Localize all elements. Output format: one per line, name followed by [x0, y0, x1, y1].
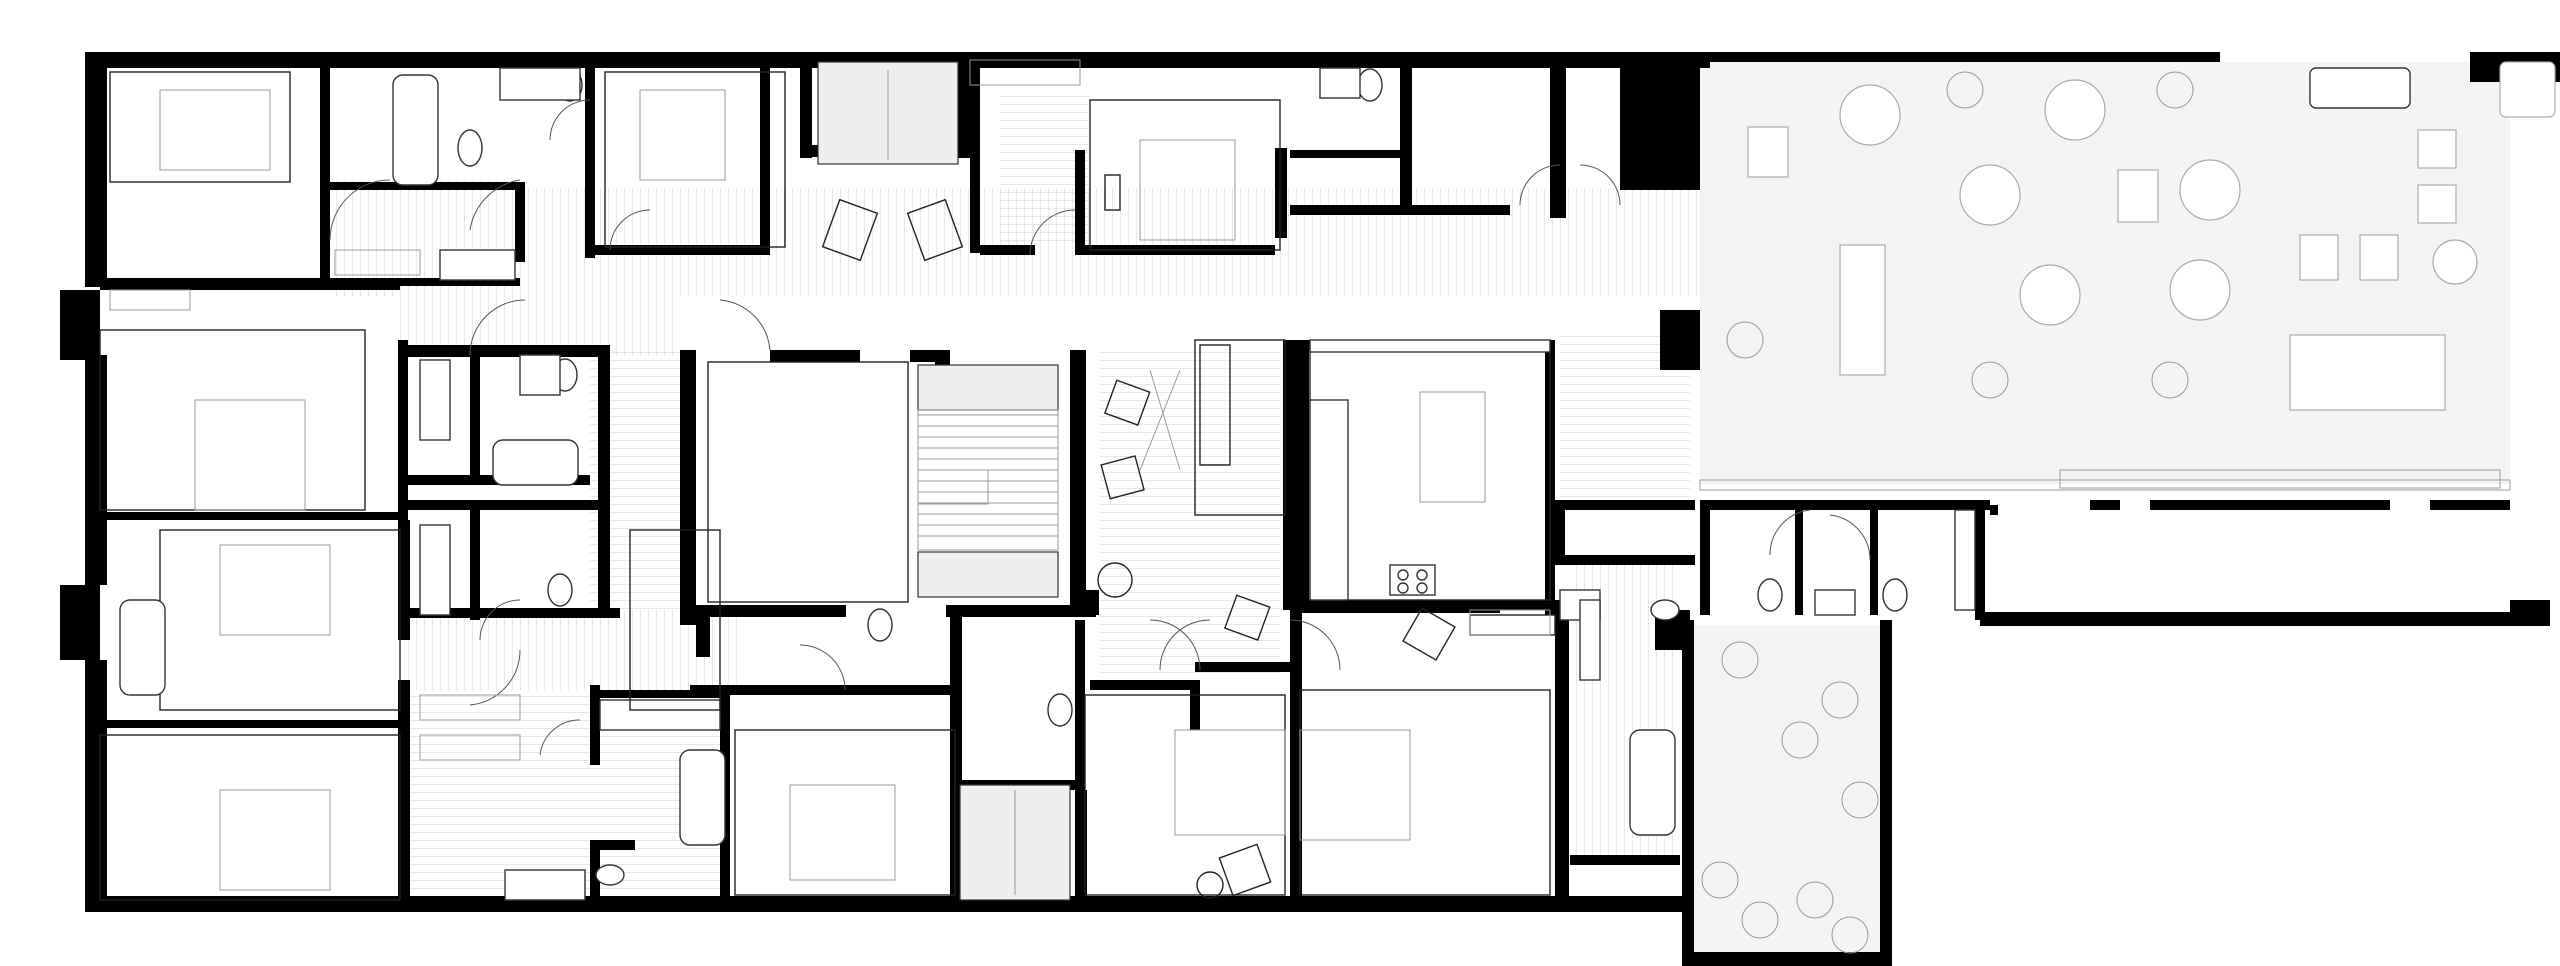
bathroom-fixtures: [119, 67, 2411, 901]
terrace-south-floor: [1690, 625, 1880, 960]
interior-walls: [100, 68, 2510, 900]
plant: [1701, 861, 1739, 899]
plant: [1831, 916, 1869, 954]
courtyards: [817, 61, 1071, 901]
kitchen: [1194, 339, 1551, 601]
stair-treads: [918, 414, 1058, 537]
plant: [1796, 881, 1834, 919]
plant: [1946, 71, 1984, 109]
plant: [1781, 721, 1819, 759]
plant: [1971, 361, 2009, 399]
plant: [2156, 71, 2194, 109]
stair-core: [707, 361, 1059, 603]
plant: [2151, 361, 2189, 399]
door-swings: [329, 99, 1871, 756]
closets-and-rails: [109, 59, 2511, 761]
plant: [1726, 321, 1764, 359]
plant: [1721, 641, 1759, 679]
plant: [1841, 781, 1879, 819]
plant: [1821, 681, 1859, 719]
terrace-furniture: [1747, 61, 2556, 411]
terrace-plants: [1701, 71, 2194, 954]
plant: [1741, 901, 1779, 939]
